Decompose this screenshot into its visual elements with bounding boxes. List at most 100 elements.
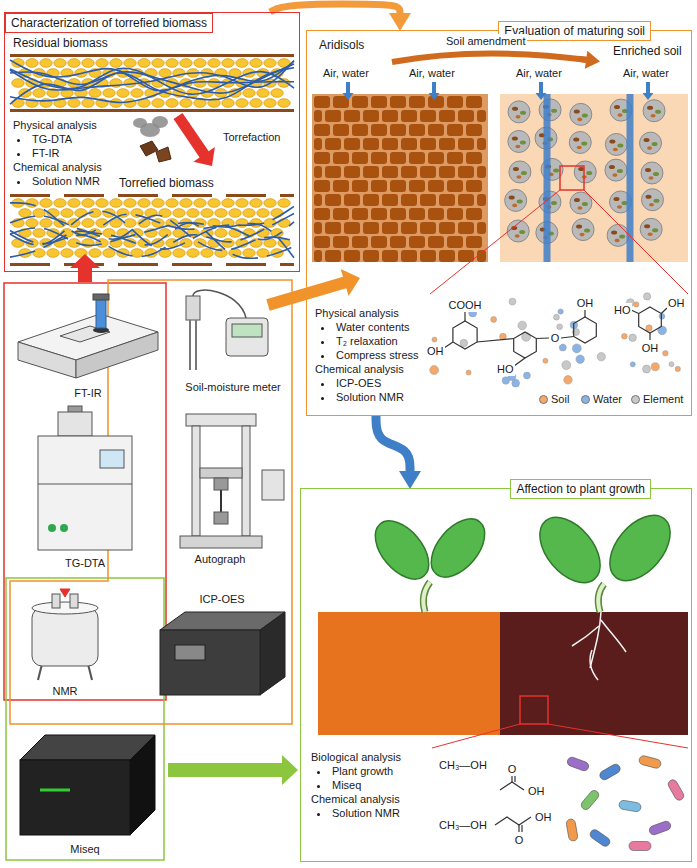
figure-label: Residual biomass [12, 36, 109, 51]
organic-particle [617, 143, 623, 147]
figure-label: Enriched soil [612, 44, 683, 59]
organic-particle [577, 118, 582, 122]
status-light [40, 789, 70, 792]
organic-particle [582, 202, 588, 206]
soil-particle [644, 293, 651, 300]
soil-clod [352, 180, 368, 192]
biomass-cell [89, 249, 101, 258]
sample-marker [60, 589, 70, 597]
biomass-cell [68, 99, 80, 108]
organic-particle [652, 142, 658, 146]
soil-clod [458, 166, 474, 178]
smoke [152, 116, 168, 128]
organic-particle [619, 234, 625, 238]
soil-clod [458, 138, 474, 150]
metabolite-bond [521, 825, 522, 832]
soil-clod [428, 236, 444, 248]
hemicellulose-strand [10, 54, 294, 57]
biomass-cell [47, 249, 59, 258]
soil-clod [477, 138, 486, 150]
bacterium [579, 789, 600, 812]
biomass-cell [271, 209, 283, 218]
residual-biomass [10, 56, 294, 111]
soil-clod [447, 96, 463, 108]
organic-particle [515, 145, 520, 149]
cable [193, 290, 246, 318]
figure-label: Air, water [322, 66, 370, 80]
lignin-fiber [10, 211, 294, 249]
organic-particle [617, 205, 622, 209]
biomass-cell [124, 59, 136, 68]
figure-label: OH [426, 344, 445, 358]
soil-clod [420, 138, 436, 150]
biomass-cell [243, 249, 255, 258]
organic-particle [617, 113, 622, 117]
soil-clod [447, 152, 463, 164]
organic-particle [574, 198, 580, 202]
probe [96, 298, 106, 328]
biomass-cell [180, 99, 192, 108]
enriched-soil [500, 612, 688, 735]
instrument-group-box [4, 283, 166, 700]
instrument-body [38, 436, 132, 550]
autograph-tester [180, 414, 284, 548]
bacterium [638, 755, 662, 769]
aridisol-ground [312, 94, 488, 262]
organic-particle [512, 107, 518, 111]
soil-clod [401, 138, 417, 150]
organic-particle [586, 171, 592, 175]
soil-clod [401, 194, 417, 206]
bacterium [566, 756, 590, 772]
organic-particle [576, 225, 582, 229]
soil-clod [466, 180, 482, 192]
organic-particle [651, 114, 656, 118]
figure-label: FT-IR [73, 386, 103, 400]
hemicellulose-strand [10, 263, 294, 266]
figure-label: Air, water [408, 66, 456, 80]
biomass-cell [40, 219, 52, 228]
figure-label: CH₃—OH [438, 758, 488, 772]
soil-clod [344, 138, 360, 150]
biomass-cell [271, 89, 283, 98]
biomass-cell [250, 199, 262, 208]
bullet-item: Compress stress [320, 348, 420, 362]
soil-clod [466, 208, 482, 220]
biomass-cell [33, 89, 45, 98]
soil-particle [663, 351, 669, 357]
figure-label: HO [496, 362, 515, 376]
soil-clod [352, 208, 368, 220]
stem [598, 584, 604, 612]
soil-clod [466, 152, 482, 164]
bacterium [588, 828, 611, 848]
frame-beam [186, 414, 256, 426]
soil-clod [477, 250, 486, 262]
metabolite-bond [511, 776, 512, 782]
root [601, 620, 626, 652]
organic-particle [614, 105, 620, 109]
soil-clod [401, 110, 417, 122]
figure-label: Chemical analysis [314, 362, 405, 376]
air-water-arrow [343, 82, 354, 100]
instrument-tower [58, 412, 92, 436]
soil-clod [439, 166, 455, 178]
biomass-cell [26, 199, 38, 208]
biomass-cell [82, 59, 94, 68]
soil-clod [363, 166, 379, 178]
biomass-cell [180, 239, 192, 248]
soil-clod [428, 180, 444, 192]
organic-particle [645, 168, 651, 172]
soil-clod [325, 250, 341, 262]
bullet-item: Solution NMR [320, 390, 405, 404]
biomass-cell [152, 99, 164, 108]
enriched-ground [500, 94, 688, 262]
instrument-face [260, 612, 285, 695]
soil-clod [390, 180, 406, 192]
organic-particle [516, 175, 521, 179]
soil-aggregate [605, 133, 627, 155]
figure-label: Soil amendment [445, 34, 527, 48]
figure-label: OH [641, 341, 660, 355]
root [590, 612, 601, 668]
soil-particle [543, 358, 548, 363]
